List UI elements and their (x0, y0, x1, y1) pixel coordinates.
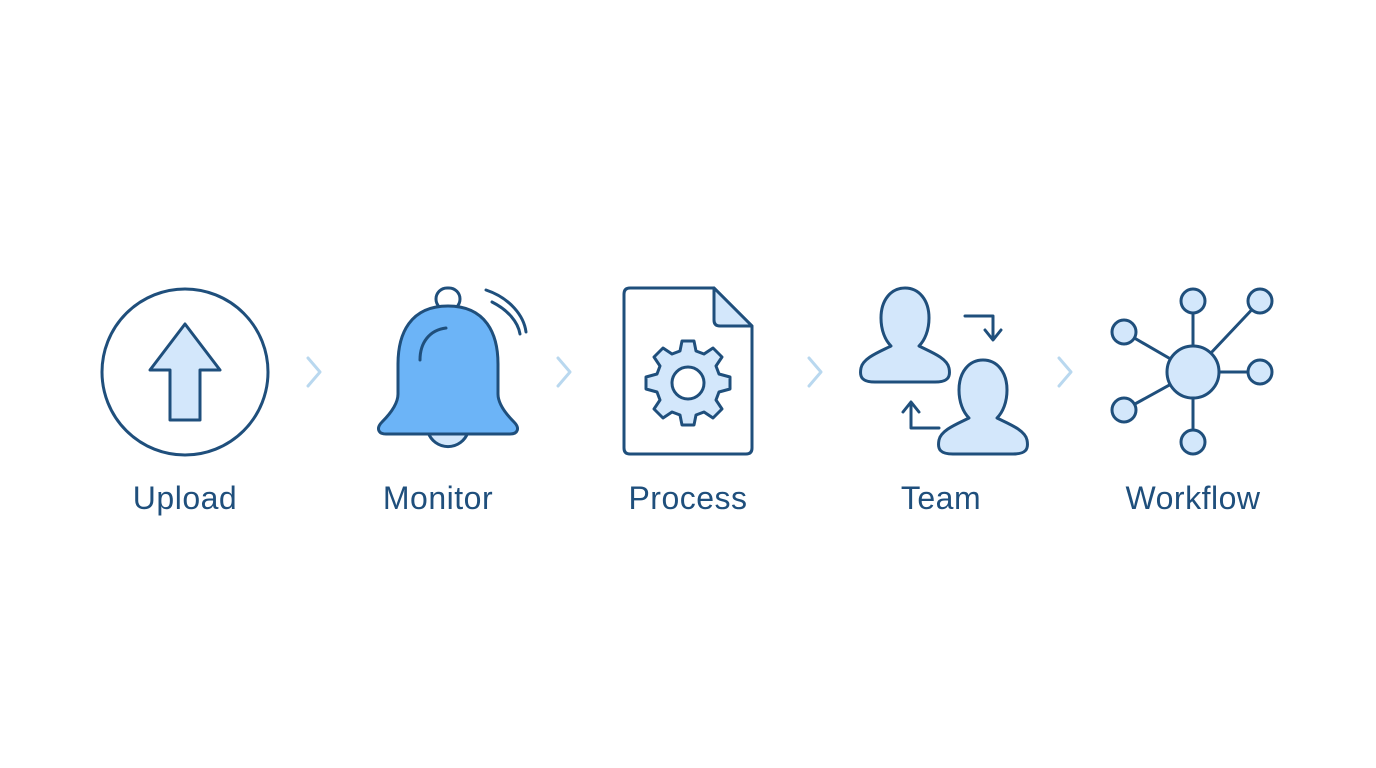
notification-bell-icon (350, 282, 528, 462)
step-label: Process (628, 480, 748, 516)
step-label: Monitor (382, 480, 494, 516)
step-label: Workflow (1125, 480, 1261, 516)
chevron-right-icon (302, 352, 326, 392)
step-label: Upload (132, 480, 238, 516)
step-label: Team (900, 480, 982, 516)
chevron-right-icon (1053, 352, 1077, 392)
network-hub-icon (1105, 282, 1281, 462)
upload-arrow-circle-icon (97, 282, 273, 462)
chevron-right-icon (552, 352, 576, 392)
team-exchange-icon (853, 282, 1029, 462)
document-gear-icon (600, 282, 776, 462)
chevron-right-icon (803, 352, 827, 392)
